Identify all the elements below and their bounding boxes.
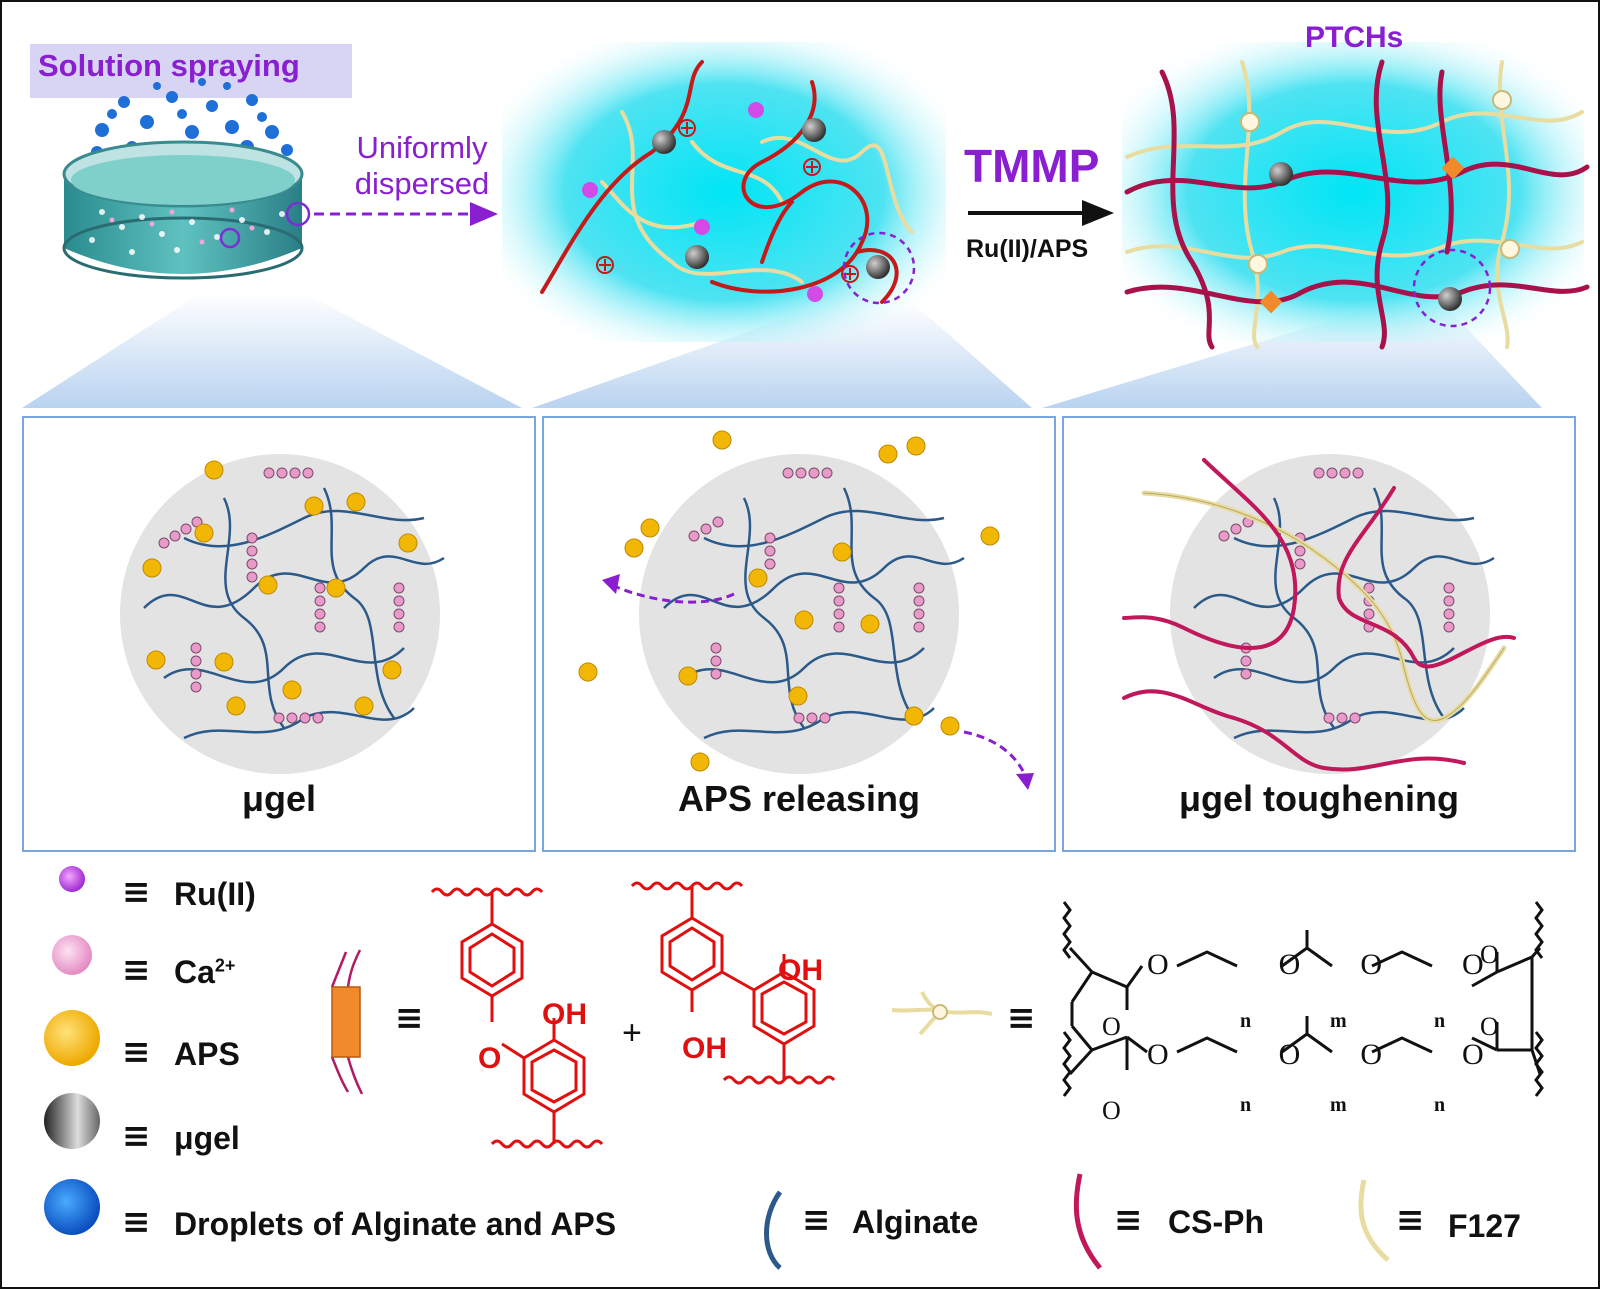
equiv-alginate: ≡ [802,1200,831,1240]
dispersed-network [540,60,914,304]
ptch-network [1124,59,1590,350]
aps-releasing-diagram [578,430,1034,790]
f127-icon [891,991,993,1036]
fan-left [22,292,522,408]
structure-f127 [1062,901,1544,1097]
legend-droplets-label: Droplets of Alginate and APS [174,1206,617,1242]
legend-ca-label: Ca2+ [174,954,235,991]
f127-o-5: O [1147,1038,1169,1071]
panel-aps-caption: APS releasing [677,778,921,819]
o-label-ether: O [478,1042,502,1075]
spray-label-bg [30,44,352,98]
equiv-crosslink: ≡ [395,998,424,1038]
crosslink-icon [330,949,364,1095]
f127-o-8: O [1462,1038,1484,1071]
f127-n-2: n [1434,1010,1446,1032]
ugel-diagram [120,454,445,774]
equiv-f127-node: ≡ [1007,998,1036,1038]
legend-graphics [44,866,1544,1270]
panel-ugel-caption: μgel [241,778,317,819]
structure-biphenyl [630,881,836,1085]
f127-o-1: O [1147,948,1169,981]
legend-csph-strand [1073,1173,1102,1270]
f127-carbonyl-o-2: O [1102,1096,1121,1125]
top-illustration [22,42,1590,408]
legend-alginate-strand [764,1190,783,1270]
panel-aps-releasing: APS releasing [542,416,1056,852]
legend-aps-swatch [44,1010,100,1066]
positive-charges [596,119,859,283]
f127-n-3: n [1240,1094,1252,1116]
equiv-csph: ≡ [1114,1200,1143,1240]
dispersed-ugels [652,118,890,279]
f127-n-1: n [1240,1010,1252,1032]
equiv-ru: ≡ [122,872,151,912]
f127-carbonyl-o-1: O [1102,1012,1121,1041]
f127-n-4: n [1434,1094,1446,1116]
legend-aps-label: APS [174,1036,240,1072]
legend-ru-swatch [59,866,85,892]
structure-ether [430,887,604,1149]
f127-o-6: O [1278,1038,1301,1071]
dispersed-line1: Uniformly [356,130,488,165]
legend-f127-label: F127 [1448,1208,1521,1244]
legend-ugel-swatch [44,1093,100,1149]
f127-carbonyl-o-4: O [1480,1012,1499,1041]
dispersion-arrow [314,202,498,226]
legend-ru-label: Ru(II) [174,876,256,912]
condition-label: Ru(II)/APS [966,235,1089,263]
legend-ugel-label: μgel [174,1120,240,1156]
f127-o-3: O [1360,948,1383,981]
f127-carbonyl-o-3: O [1480,940,1499,969]
f127-m-2: m [1330,1094,1347,1116]
oh-label-2: OH [778,954,823,987]
petri-dish [62,140,311,280]
right-glow [1122,42,1584,342]
equiv-droplets: ≡ [122,1202,151,1242]
equiv-ca: ≡ [122,950,151,990]
legend-ca-swatch [52,935,92,975]
dispersed-label: Uniformly dispersed [332,130,512,202]
oh-label-1: OH [542,998,587,1031]
toughening-diagram [1122,454,1516,774]
panel-toughening-caption: μgel toughening [1179,778,1459,819]
dispersed-ru [582,102,823,302]
legend-csph-label: CS-Ph [1168,1204,1264,1240]
oh-label-3: OH [682,1032,727,1065]
reaction-arrow [968,200,1114,226]
f127-o-4: O [1462,948,1484,981]
spray-label: Solution spraying [38,48,300,83]
highlight-circle-2 [1412,248,1492,328]
reagent-label: TMMP [964,140,1100,192]
dispersed-line2: dispersed [354,166,490,201]
legend-f127-strand [1358,1179,1390,1262]
product-label: PTCHs [1305,21,1404,54]
f127-o-2: O [1278,948,1301,981]
legend-ca-base: Ca [174,954,215,990]
f127-o-7: O [1360,1038,1383,1071]
panel-ugel-toughening: μgel toughening [1062,416,1576,852]
panel-ugel: μgel [22,416,536,852]
middle-glow [502,42,946,342]
highlight-circle-1 [842,231,916,305]
plus-sign: + [622,1014,642,1052]
legend-alginate-label: Alginate [852,1204,979,1240]
legend-ca-charge: 2+ [214,955,236,976]
equiv-aps: ≡ [122,1032,151,1072]
f127-m-1: m [1330,1010,1347,1032]
legend-droplet-swatch [44,1179,100,1235]
equiv-ugel: ≡ [122,1116,151,1156]
equiv-f127: ≡ [1396,1200,1425,1240]
